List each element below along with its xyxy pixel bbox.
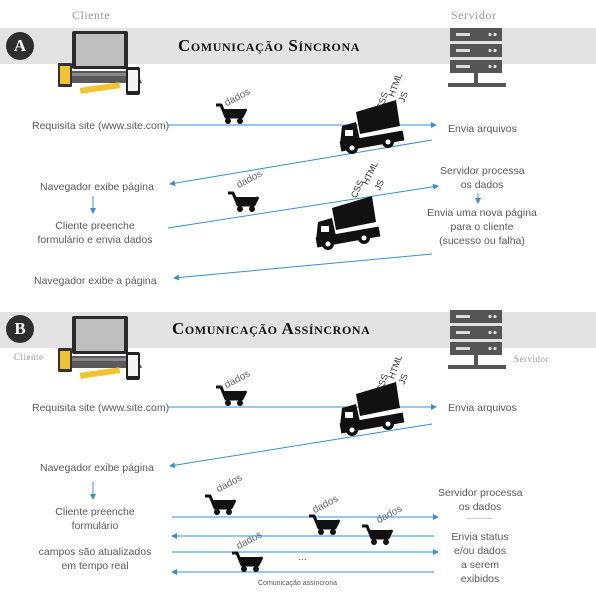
b-client-display-page: Navegador exibe página — [40, 462, 154, 474]
a-client-fill-1: Cliente preenche — [55, 220, 135, 232]
b-client-fill-1: Cliente preenche — [55, 506, 135, 518]
server-header: Servidor — [451, 8, 497, 22]
cart-icon — [226, 191, 260, 214]
b-client-update-1: campos são atualizados — [38, 546, 152, 558]
section-b-title: Comunicação Assíncrona — [172, 319, 371, 338]
a-server-new-page-2: para o cliente — [450, 221, 514, 233]
a-arrow-newpage — [173, 253, 433, 281]
a-server-new-page-1: Envia uma nova página — [427, 207, 537, 219]
a-server-new-page-3: (sucesso ou falha) — [439, 235, 525, 247]
b-server-send-files: Envia arquivos — [448, 402, 517, 414]
a-arrow-submit — [167, 183, 439, 229]
b-server-status-2: e/ou dados — [454, 545, 506, 557]
a-client-fill-2: formulário e envia dados — [37, 234, 153, 246]
truck-icon — [339, 382, 405, 436]
b-server-status-1: Envia status — [451, 531, 509, 543]
b-server-header: Servidor — [514, 354, 549, 364]
a-client-request: Requisita site (www.site.com) — [32, 120, 170, 132]
server-icon — [448, 310, 506, 369]
cart-icon — [307, 514, 341, 537]
b-footer-label: Comunicação assíncrona — [258, 580, 337, 587]
b-server-divider-1 — [466, 518, 492, 519]
b-client-fill-2: formulário — [71, 520, 119, 532]
a-server-send-files: Envia arquivos — [448, 123, 517, 135]
truck-icon — [315, 196, 381, 250]
b-client-request: Requisita site (www.site.com) — [32, 402, 170, 414]
section-a-title: Comunicação Síncrona — [178, 36, 360, 55]
a-client-display-page: Navegador exibe página — [40, 181, 154, 193]
b-arrow-response — [169, 423, 433, 469]
cart-icon — [230, 551, 264, 574]
server-icon — [448, 28, 506, 87]
b-client-header: Cliente — [14, 352, 44, 362]
laptop-phone-icon — [58, 316, 142, 380]
b-server-status-3: a serem — [461, 559, 499, 571]
a-client-display-page-2: Navegador exibe a página — [34, 275, 157, 287]
cart-icon — [203, 494, 237, 517]
b-client-update-2: em tempo real — [61, 560, 129, 572]
client-header: Cliente — [72, 8, 111, 22]
section-b-badge: B — [6, 315, 34, 343]
a-arrow-response — [169, 139, 433, 187]
b-server-status-4: exibidos — [460, 573, 500, 585]
cart-icon — [214, 385, 248, 408]
a-server-process-1: Servidor processa — [440, 165, 525, 177]
cart-icon — [214, 103, 248, 126]
b-server-process-2: os dados — [458, 501, 502, 513]
section-a-badge: A — [6, 32, 34, 60]
b-ellipsis: ... — [298, 551, 307, 563]
b-server-process-1: Servidor processa — [438, 487, 523, 499]
laptop-phone-icon — [58, 31, 142, 95]
a-server-process-2: os dados — [460, 179, 504, 191]
